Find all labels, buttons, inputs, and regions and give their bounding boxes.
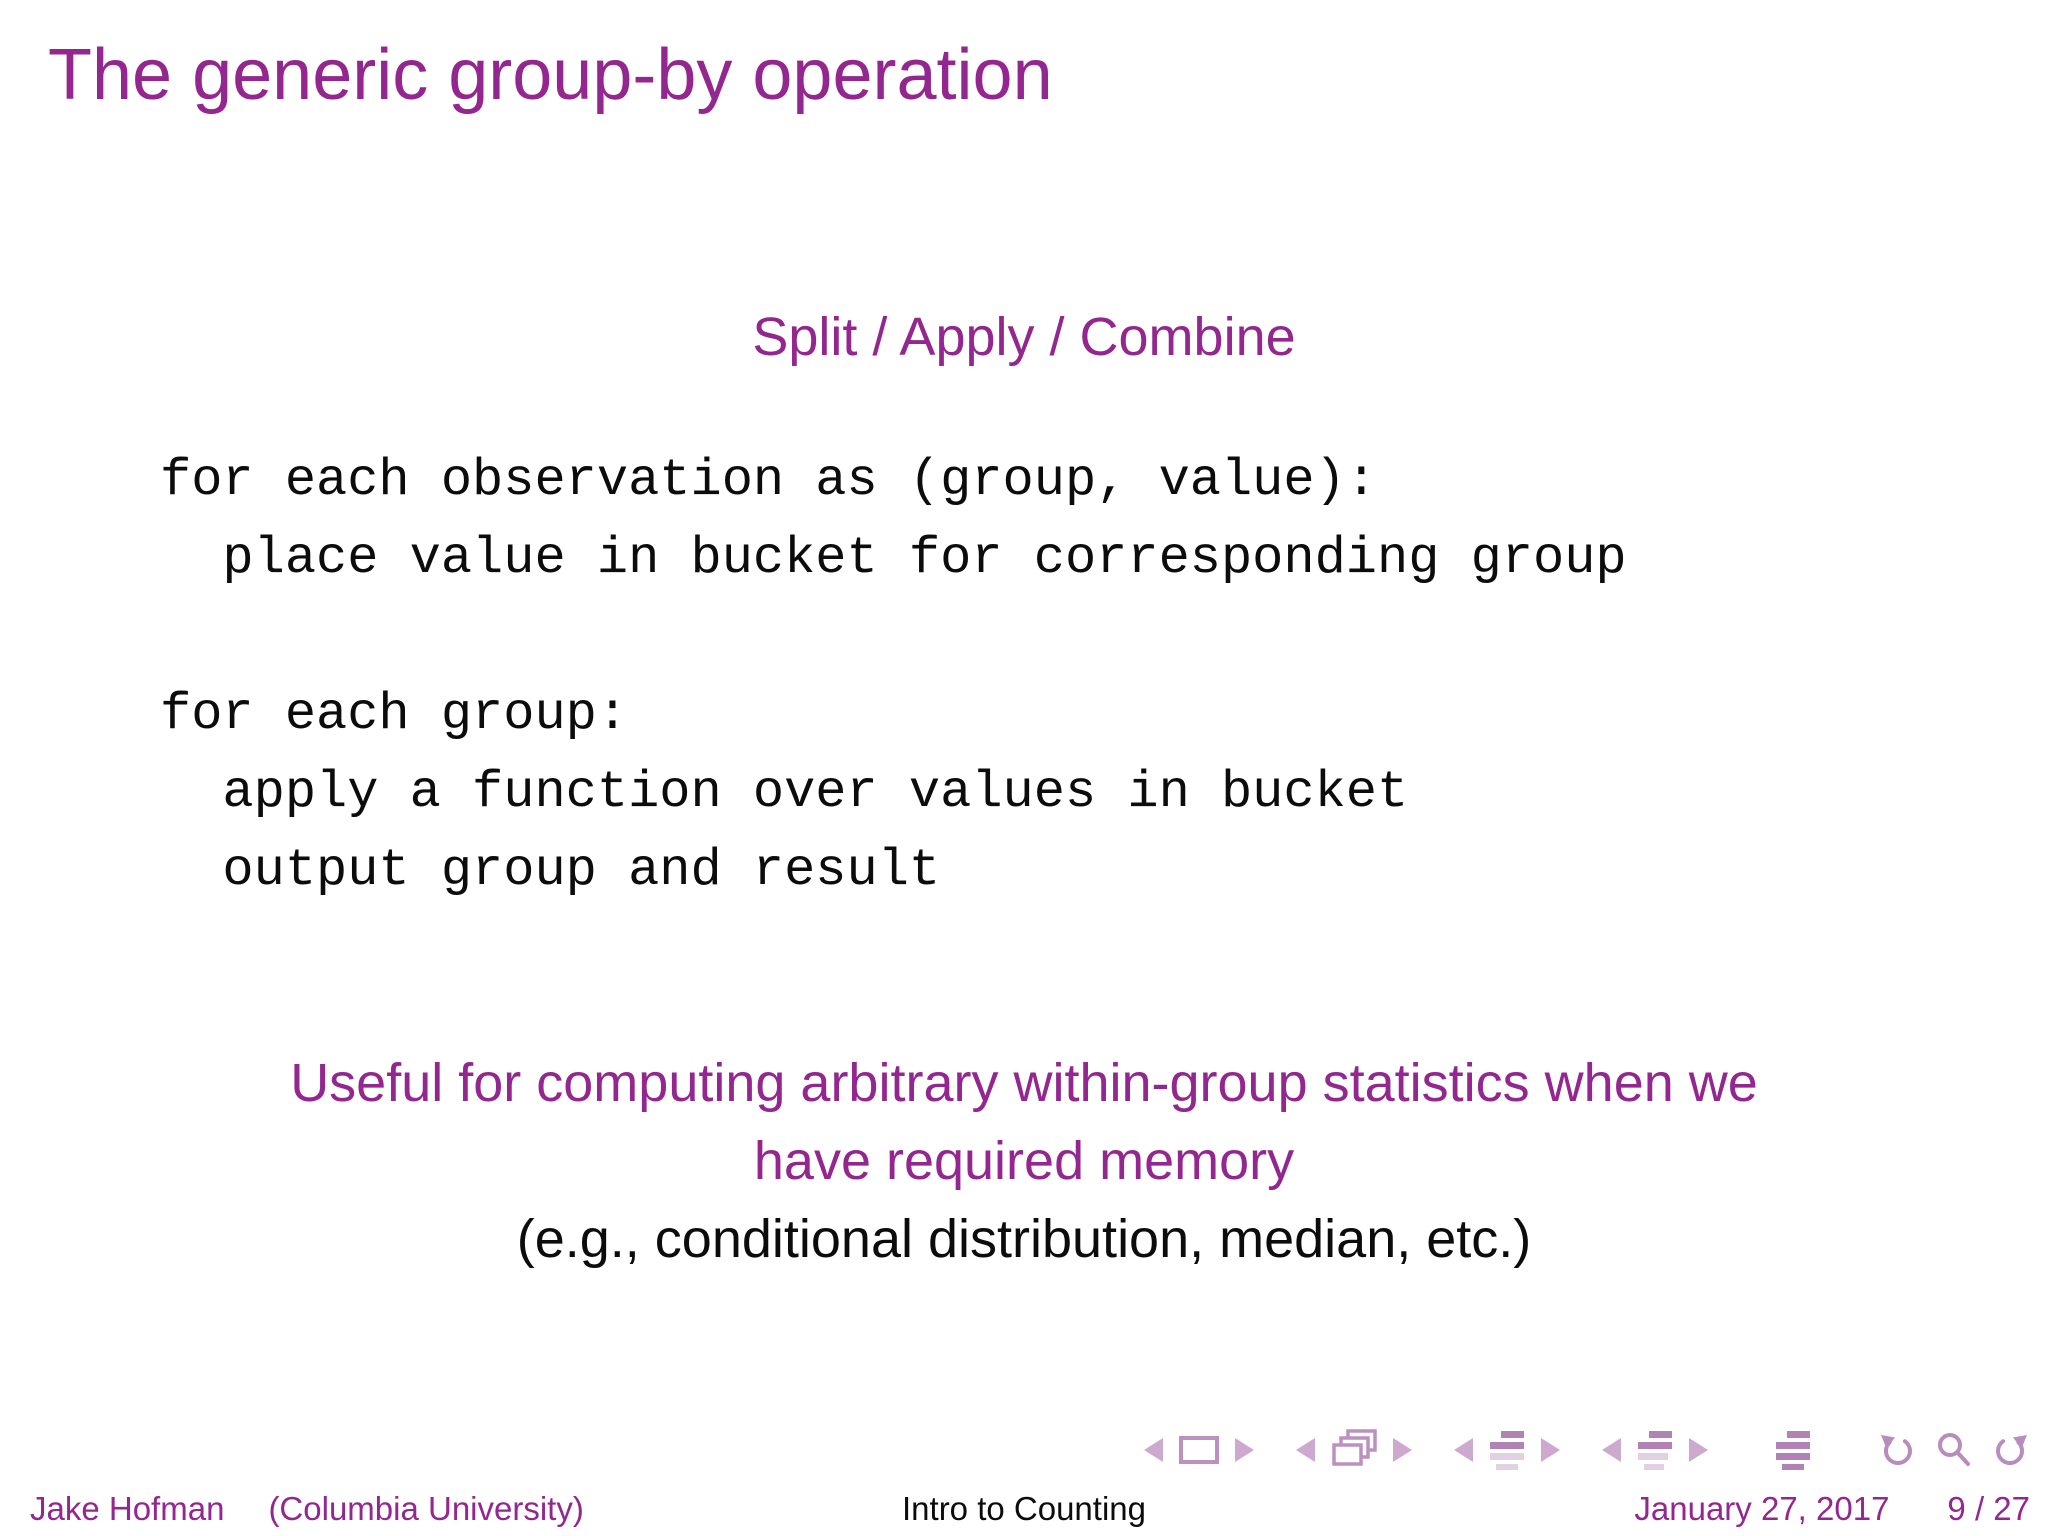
section-forward-icon[interactable] xyxy=(1688,1437,1710,1463)
history-back-icon[interactable] xyxy=(1876,1429,1918,1471)
appendix-list-icon[interactable] xyxy=(1774,1429,1812,1471)
footline: Jake Hofman (Columbia University) Intro … xyxy=(0,1482,2048,1536)
subsection-list-icon[interactable] xyxy=(1488,1429,1526,1471)
frame-forward-icon[interactable] xyxy=(1392,1437,1414,1463)
example-note: (e.g., conditional distribution, median,… xyxy=(516,1209,1532,1269)
deck-title: Intro to Counting xyxy=(902,1490,1146,1527)
history-nav-group xyxy=(1876,1429,2032,1471)
frame-nav-group xyxy=(1294,1429,1414,1471)
section-nav-group xyxy=(1600,1429,1710,1471)
slide-subtitle: Split / Apply / Combine xyxy=(752,307,1296,367)
subsection-nav-group xyxy=(1452,1429,1562,1471)
subsection-back-icon[interactable] xyxy=(1452,1437,1474,1463)
frame-stack-icon[interactable] xyxy=(1330,1429,1378,1471)
date-text: January 27, 2017 xyxy=(1634,1490,1890,1527)
author-affiliation: (Columbia University) xyxy=(268,1490,584,1527)
appendix-group xyxy=(1774,1429,1812,1471)
page-number: 9 / 27 xyxy=(1947,1490,2030,1527)
footline-left: Jake Hofman (Columbia University) xyxy=(30,1490,584,1528)
history-forward-icon[interactable] xyxy=(1990,1429,2032,1471)
section-list-icon[interactable] xyxy=(1636,1429,1674,1471)
pseudocode-block: for each observation as (group, value): … xyxy=(160,451,1627,900)
frame-back-icon[interactable] xyxy=(1294,1437,1316,1463)
statement-text: Useful for computing arbitrary within-gr… xyxy=(290,1053,1758,1191)
author-name: Jake Hofman xyxy=(30,1490,225,1527)
search-icon[interactable] xyxy=(1934,1429,1974,1471)
slide-title: The generic group-by operation xyxy=(48,35,1053,115)
slide-back-icon[interactable] xyxy=(1142,1437,1164,1463)
navigation-symbols xyxy=(1142,1426,2032,1474)
slide-nav-group xyxy=(1142,1435,1256,1465)
subsection-forward-icon[interactable] xyxy=(1540,1437,1562,1463)
section-back-icon[interactable] xyxy=(1600,1437,1622,1463)
footline-right: January 27, 2017 9 / 27 xyxy=(1634,1490,2030,1528)
slide-forward-icon[interactable] xyxy=(1234,1437,1256,1463)
slide-frame-icon[interactable] xyxy=(1178,1435,1220,1465)
